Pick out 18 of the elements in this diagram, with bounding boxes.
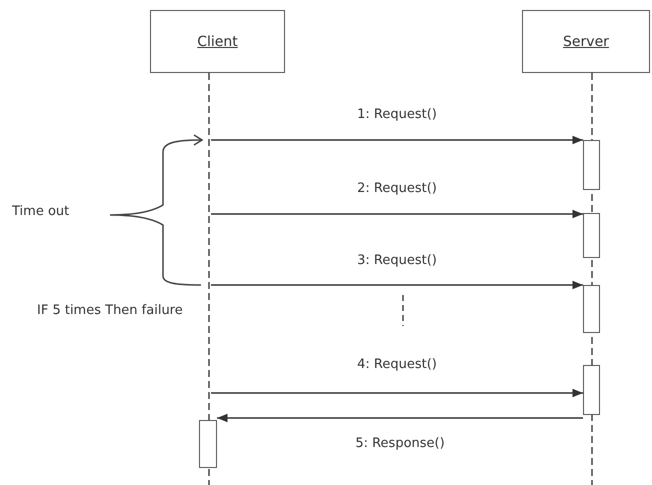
- message-arrow: [217, 414, 583, 422]
- edge-label: 4: Request(): [355, 357, 439, 372]
- lifeline-head-box: [150, 10, 285, 73]
- activation-bar: [583, 365, 600, 415]
- lifeline-head-box: [522, 10, 650, 73]
- message-arrow: [211, 388, 583, 398]
- activation-bar: [199, 420, 217, 468]
- edge-label: 2: Request(): [355, 181, 439, 196]
- participant-name: Server: [563, 34, 609, 50]
- message-arrow: [211, 280, 583, 290]
- activation-bar: [583, 140, 600, 190]
- edge-label: 5: Response(): [353, 436, 447, 451]
- participant-name: Client: [197, 34, 238, 50]
- edge-label: 3: Request(): [355, 253, 439, 268]
- activation-bar: [583, 213, 600, 258]
- message-arrow: [211, 210, 583, 218]
- message-arrow: [211, 136, 583, 144]
- activation-bar: [583, 285, 600, 333]
